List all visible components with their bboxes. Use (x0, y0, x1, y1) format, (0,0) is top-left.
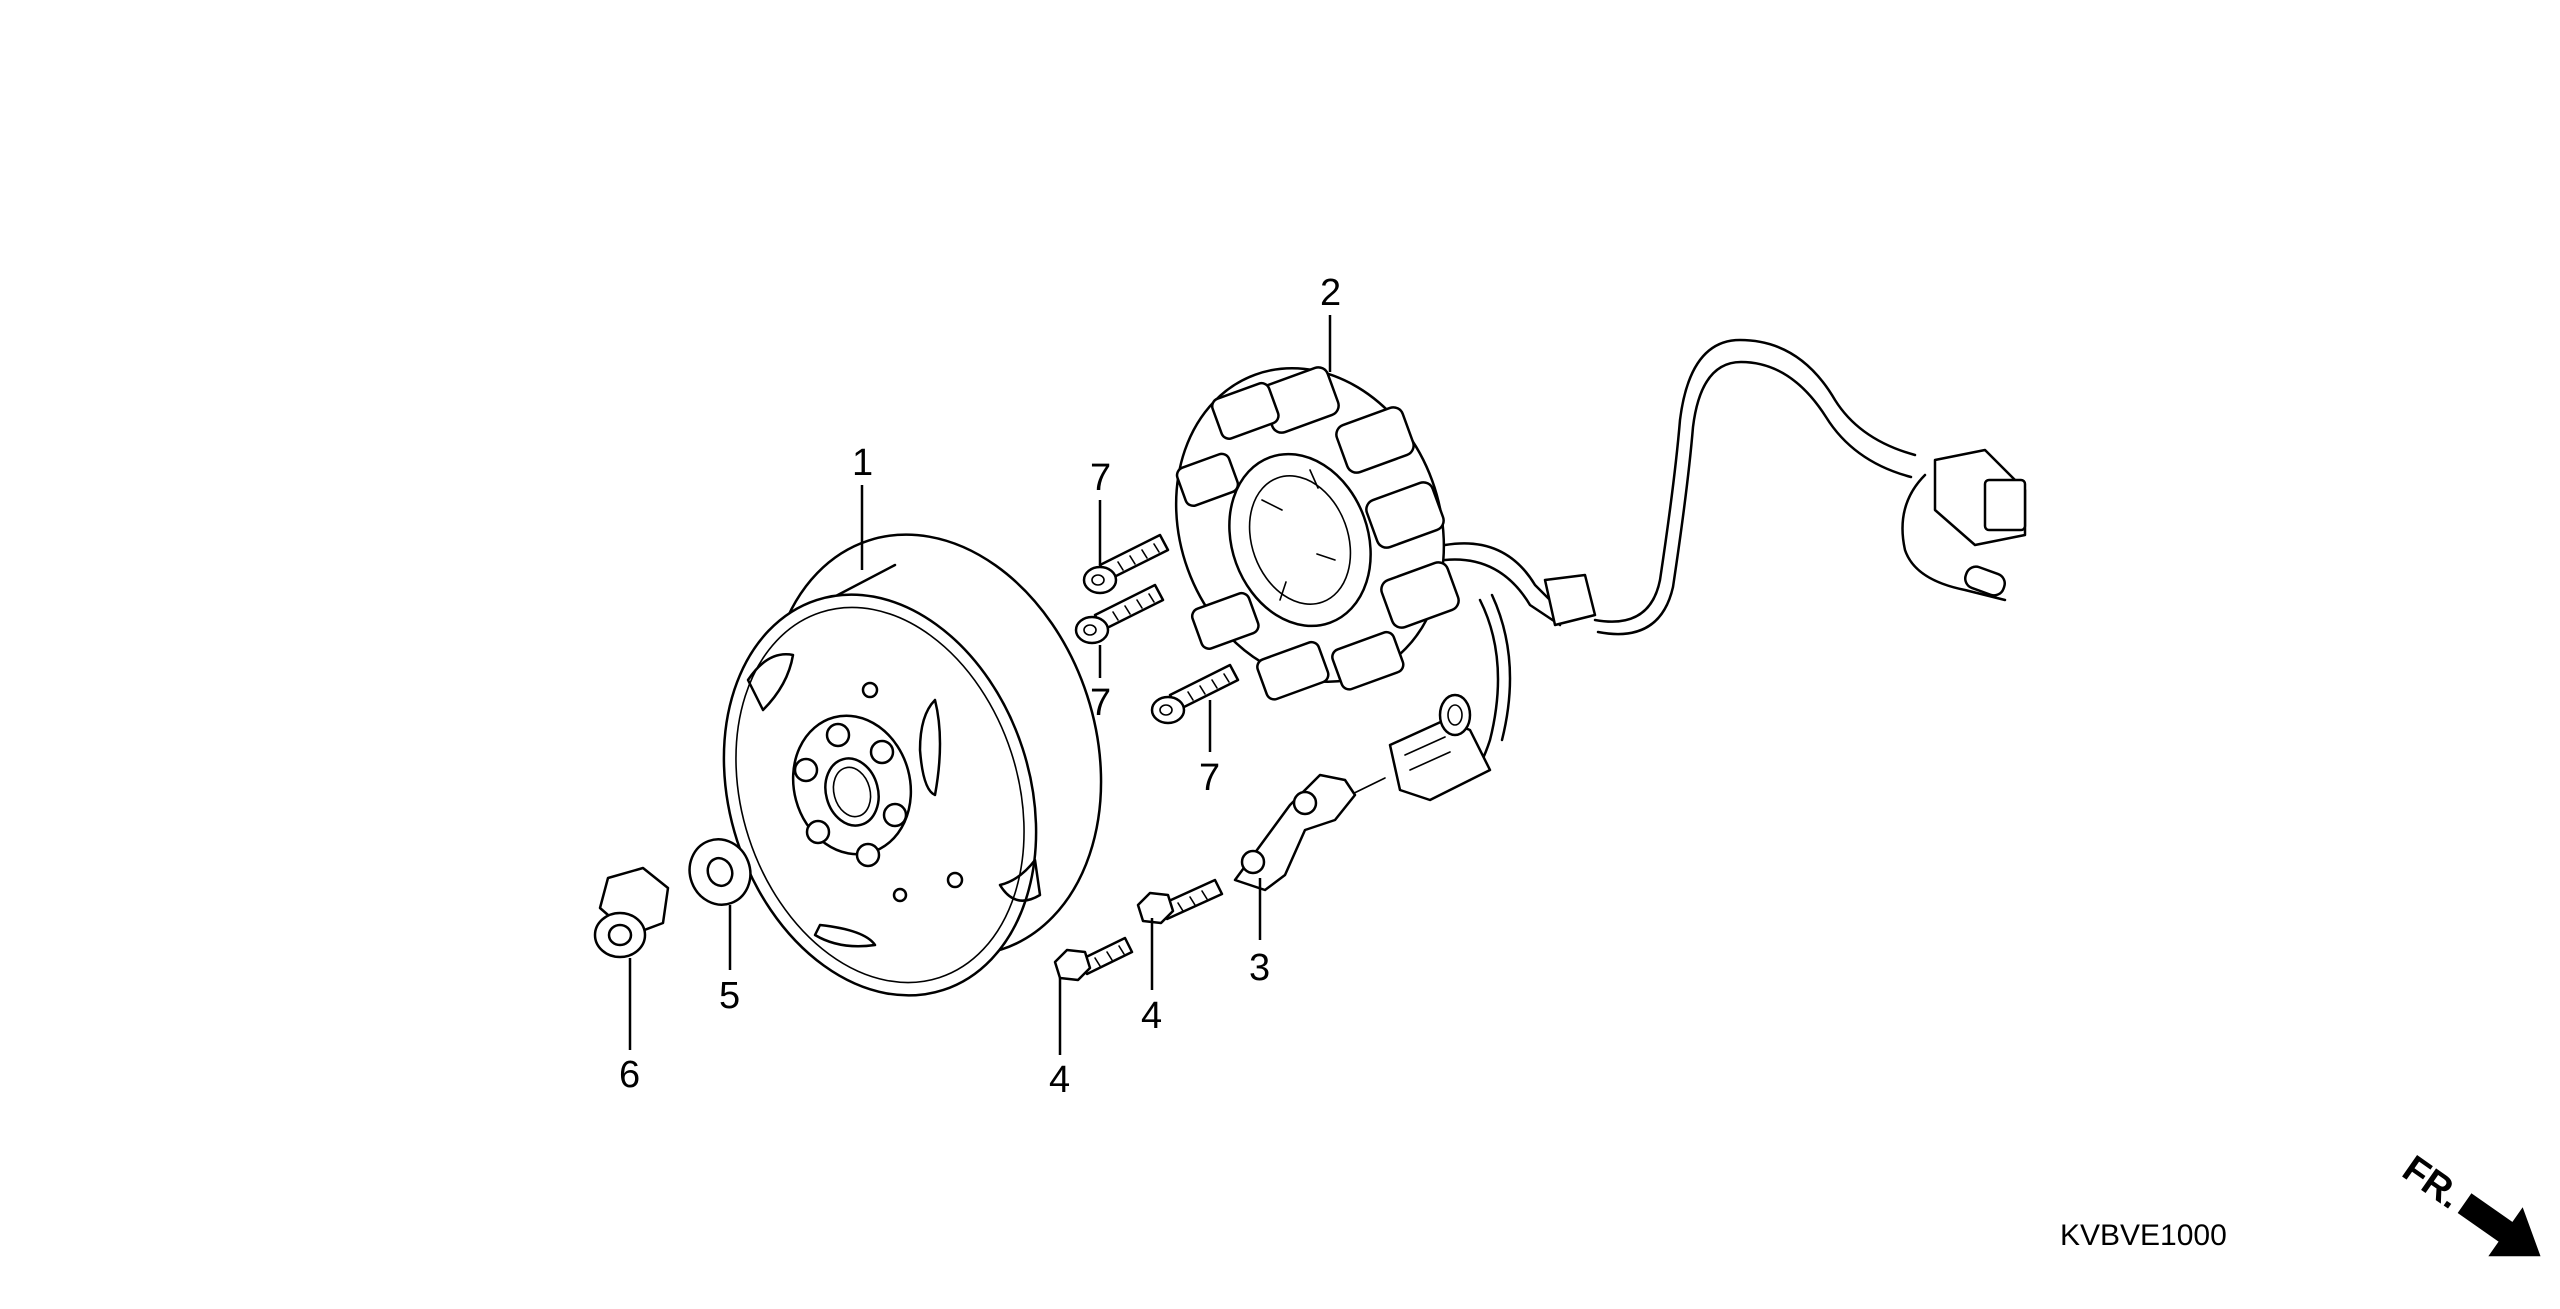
leader-lines (628, 315, 1332, 1055)
front-direction-indicator: FR. (2395, 1148, 2541, 1257)
callout-7-top: 7 (1090, 457, 1111, 499)
callout-7-middle: 7 (1090, 682, 1111, 724)
bolt-part-4-lower (1053, 936, 1134, 982)
callout-6: 6 (619, 1054, 640, 1096)
nut-part-6 (593, 866, 670, 959)
callout-4-lower: 4 (1049, 1059, 1070, 1101)
guide-plate-part-3 (1233, 773, 1357, 892)
drawing-code: KVBVE1000 (2060, 1219, 2227, 1252)
callout-5: 5 (719, 975, 740, 1017)
screw-part-7-middle (1074, 583, 1165, 645)
wiring-harness (1443, 338, 2027, 782)
callout-1: 1 (852, 442, 873, 484)
flywheel-part-1 (722, 533, 1103, 997)
front-arrow-icon (2457, 1193, 2541, 1257)
screw-part-7-top (1082, 533, 1170, 595)
fr-label: FR. (2395, 1148, 2469, 1218)
callout-7-bottom: 7 (1199, 757, 1220, 799)
bolt-part-4-upper (1136, 878, 1224, 925)
callout-2: 2 (1320, 272, 1341, 314)
screw-part-7-bottom (1150, 663, 1240, 725)
callout-4-upper: 4 (1141, 995, 1162, 1037)
pulser-generator (1339, 693, 1492, 802)
stator-part-2 (1174, 366, 1460, 701)
washer-part-5 (688, 838, 752, 906)
callout-3: 3 (1249, 947, 1270, 989)
